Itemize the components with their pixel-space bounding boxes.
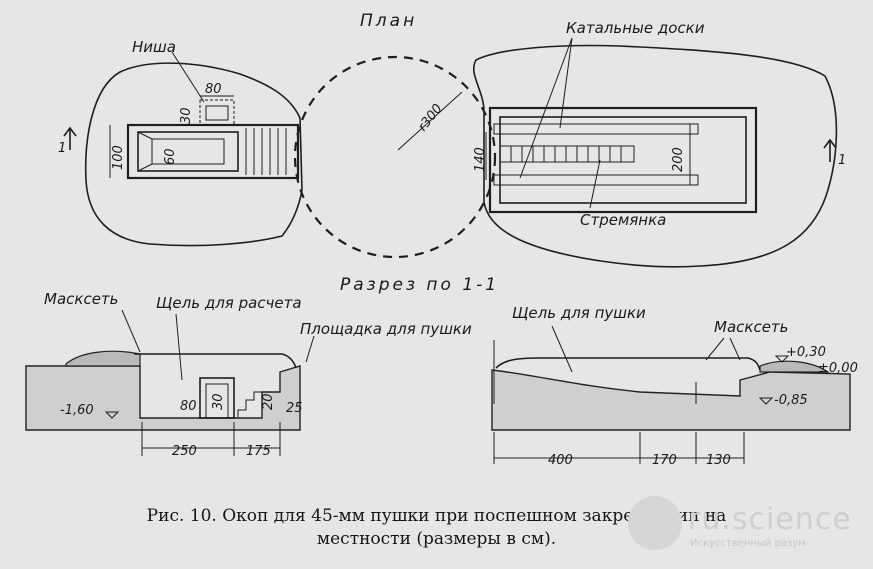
- maskset-right-leader: [705, 337, 741, 361]
- section-mark-right: 1: [838, 153, 846, 168]
- left-steps: [245, 128, 287, 175]
- right-mound: [759, 360, 830, 373]
- level-zero: ±0,00: [818, 361, 858, 376]
- label-nisha: Ниша: [132, 38, 176, 56]
- left-trench-core: [151, 138, 225, 165]
- dim-plan-60: 60: [163, 148, 178, 165]
- label-maskset-left: Масксеть: [44, 290, 119, 308]
- dim-sec-25: 25: [286, 401, 303, 416]
- shchel-pushki-leader: [551, 325, 573, 373]
- level-minus160-mark: [104, 411, 120, 419]
- dim-plan-140: 140: [473, 147, 488, 172]
- shchel-rascheta-leader: [175, 313, 183, 381]
- leader-katalnye: [519, 37, 573, 179]
- niche-leader: [171, 51, 205, 103]
- label-shchel-pushki: Щель для пушки: [512, 304, 646, 322]
- right-cover: [495, 357, 761, 371]
- dim-plan-80: 80: [205, 82, 222, 97]
- watermark-logo-icon: [628, 496, 682, 550]
- watermark: ru.science Искусственный разум: [628, 496, 868, 560]
- dim-sec-20: 20: [261, 393, 276, 410]
- watermark-brand: ru.science: [688, 502, 852, 537]
- figure-caption: Рис. 10. Окоп для 45-мм пушки при поспеш…: [0, 505, 873, 551]
- left-section-soil: [25, 365, 301, 431]
- watermark-tagline: Искусственный разум: [690, 538, 806, 549]
- ploshchadka-leader: [305, 335, 315, 363]
- right-section-soil: [491, 369, 851, 431]
- left-trench-corner: [137, 131, 153, 172]
- rolling-board-top: [493, 123, 699, 135]
- label-radius: r300: [415, 101, 445, 134]
- plan-left-outline: [84, 62, 303, 247]
- dim-sec-250: 250: [172, 444, 197, 459]
- dim-plan-100: 100: [111, 145, 126, 170]
- dim-sec-175: 175: [246, 444, 271, 459]
- gun-platform-circle: [293, 55, 497, 259]
- level-minus085-mark: [758, 397, 774, 405]
- maskset-left-leader: [121, 309, 141, 353]
- dim-sec-400: 400: [548, 453, 573, 468]
- plan-title: План: [360, 11, 417, 31]
- label-shchel-rascheta: Щель для расчета: [156, 294, 302, 312]
- left-cover: [134, 353, 297, 369]
- section-steps: [237, 391, 262, 418]
- caption-line-1: Рис. 10. Окоп для 45-мм пушки при поспеш…: [146, 506, 727, 526]
- plan-right-outline: [473, 44, 838, 268]
- radius-line: [397, 91, 463, 151]
- dim-sec-30: 30: [211, 393, 226, 410]
- label-ploshchadka: Площадка для пушки: [300, 320, 472, 338]
- dim-sec-130: 130: [706, 453, 731, 468]
- section-mark-left: 1: [58, 141, 66, 156]
- dim-sec-80: 80: [180, 399, 197, 414]
- left-trench-outer: [126, 123, 300, 180]
- level-plus030-mark: [774, 355, 790, 363]
- label-stremyanka: Стремянка: [580, 211, 666, 229]
- section-niche-inner: [205, 383, 229, 419]
- ladder: [499, 145, 635, 163]
- level-plus030: +0,30: [786, 345, 826, 360]
- left-trench-inner: [137, 131, 239, 172]
- leader-stremyanka: [589, 159, 601, 209]
- right-trench-outer: [488, 106, 758, 214]
- right-trench-inner: [499, 116, 747, 204]
- dim-plan-200: 200: [671, 147, 686, 172]
- rolling-board-bottom: [493, 174, 699, 186]
- section-title: Разрез по 1-1: [340, 275, 499, 295]
- label-maskset-right: Масксеть: [714, 318, 789, 336]
- section-arrow-left: [63, 126, 77, 150]
- dims-right-bottom: [493, 432, 745, 464]
- niche-inner: [205, 105, 229, 121]
- dim-sec-170: 170: [652, 453, 677, 468]
- left-mound: [65, 350, 141, 367]
- ladder-rungs: [510, 146, 622, 162]
- caption-line-2: местности (размеры в см).: [316, 529, 557, 549]
- level-minus160: -1,60: [60, 403, 94, 418]
- section-arrow-right: [823, 138, 837, 162]
- niche-box: [199, 99, 235, 126]
- dims-left-bottom: [141, 422, 281, 456]
- label-katalnye-doski: Катальные доски: [566, 19, 705, 37]
- level-minus085: -0,85: [774, 393, 808, 408]
- dim-plan-30: 30: [179, 107, 194, 124]
